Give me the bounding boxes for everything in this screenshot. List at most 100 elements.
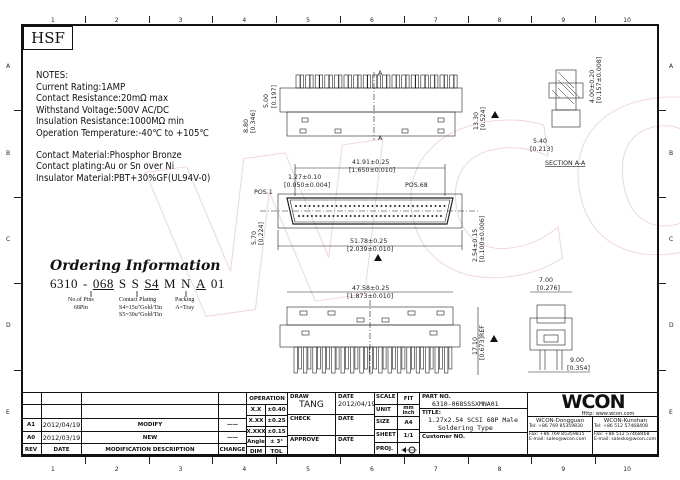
grid-row-label: E [6,408,10,416]
contact-hole [375,215,378,217]
contact-hole [389,205,392,207]
pin-tail [434,346,439,374]
draw-label: DRAW [290,394,309,400]
bottom-view [279,291,479,375]
dim-text: 7.00 [539,277,553,284]
pin-tail [439,346,443,370]
rev-cell: A0 [21,432,42,444]
contact-hole [319,215,322,217]
tol-value: ±0.25 [266,416,288,427]
code-part: 6310 [50,276,78,291]
tol-key: X.XXX [247,427,266,437]
dim-text: 51.78±0.25 [350,238,387,245]
change-header: CHANGE [219,444,247,457]
customer-label: Customer NO. [420,433,528,457]
pins-label: No.of Pins [68,297,94,303]
contact-hole [302,215,305,217]
office-fax: Fax: +86 769 85359815 [529,431,591,437]
pin-tail [300,74,304,89]
latch-slot [401,128,409,134]
code-part: S [118,276,127,291]
grid-column-label: 3 [178,466,183,473]
grid-column-label: 5 [306,17,310,24]
contact-hole [379,215,382,217]
contact-hole [427,215,429,217]
latch-slot [301,330,310,336]
tol-key: X.XX [247,416,266,427]
dim-text: [0.050±0.004] [284,182,330,189]
section-body [555,69,577,111]
operation-header: OPERATION [247,393,288,405]
pin-tail [363,346,368,370]
grid-column-label: 6 [369,466,374,473]
pin-tail [430,74,435,89]
draw-date: 2012/04/19 [338,400,375,408]
latch-slot [436,310,445,316]
plating-s5: S5=30u"Gold/Tin [119,312,162,318]
latch-slot [407,310,416,316]
pin-tail [444,74,448,89]
code-part: M [164,276,177,291]
grid-column-label: 2 [114,466,119,473]
revision-triangle-icon [491,111,499,118]
grid-tick [659,110,666,112]
dim-text: [0.276] [537,285,560,292]
contact-hole [430,205,432,207]
contact-hole [322,205,324,207]
latch-slot [381,317,390,323]
pin-tail [378,346,383,374]
contact-hole [362,215,365,217]
revision-triangle-icon [490,335,498,342]
grid-column-label: 10 [623,466,631,473]
office-tel: Tel: +86 769 85359830 [529,424,583,429]
pin-tail [295,74,301,89]
notes: NOTES: Current Rating:1AMP Contact Resis… [36,70,210,184]
pin-tail [303,346,308,374]
contact-hole [335,205,338,207]
grid-column-label: 4 [242,466,247,473]
pin-tail [415,74,420,89]
grid-tick [276,16,278,23]
office-fax: Fax: +86 512 57468468 [594,431,657,437]
contact-hole [332,215,335,217]
latch-slot [327,310,336,316]
pin-tail [314,74,320,89]
unit-value: mm inch [398,405,420,417]
contact-hole [349,205,351,207]
code-part: - [83,276,88,291]
contact-hole [401,215,404,217]
contact-hole [353,205,356,207]
pin-tail [334,74,339,89]
rev-change-cell: —— [219,432,247,444]
dim-text: 1.27±0.10 [288,174,321,181]
grid-tick [276,457,278,464]
pin-tail [307,346,312,370]
contact-hole [367,205,369,207]
rev-date-cell: 2012/03/19 [42,432,82,444]
grid-tick [659,196,666,198]
grid-tick [340,457,341,464]
material-line: Contact Material:Phosphor Bronze [36,149,182,161]
pin-tail [410,346,415,370]
pin-tail [382,346,387,370]
pin-tail [448,346,453,370]
company-url: Http: www.wcon.com [581,411,635,417]
date-header: DATE [42,444,82,457]
pin-tail [357,74,362,89]
contact-hole [425,205,428,207]
pin-tail [331,346,336,374]
code-part: S [131,276,140,291]
pin-tail [312,346,317,374]
contact-hole [376,205,378,207]
tol-key: X.X [247,405,266,416]
latch-slot [437,128,445,134]
grid-tick [467,16,469,23]
contact-hole [422,215,425,217]
contact-hole [405,215,408,217]
grid-tick [531,16,533,23]
pin-tail [396,74,400,89]
unit-label: UNIT [375,405,398,417]
contact-hole [412,205,414,207]
